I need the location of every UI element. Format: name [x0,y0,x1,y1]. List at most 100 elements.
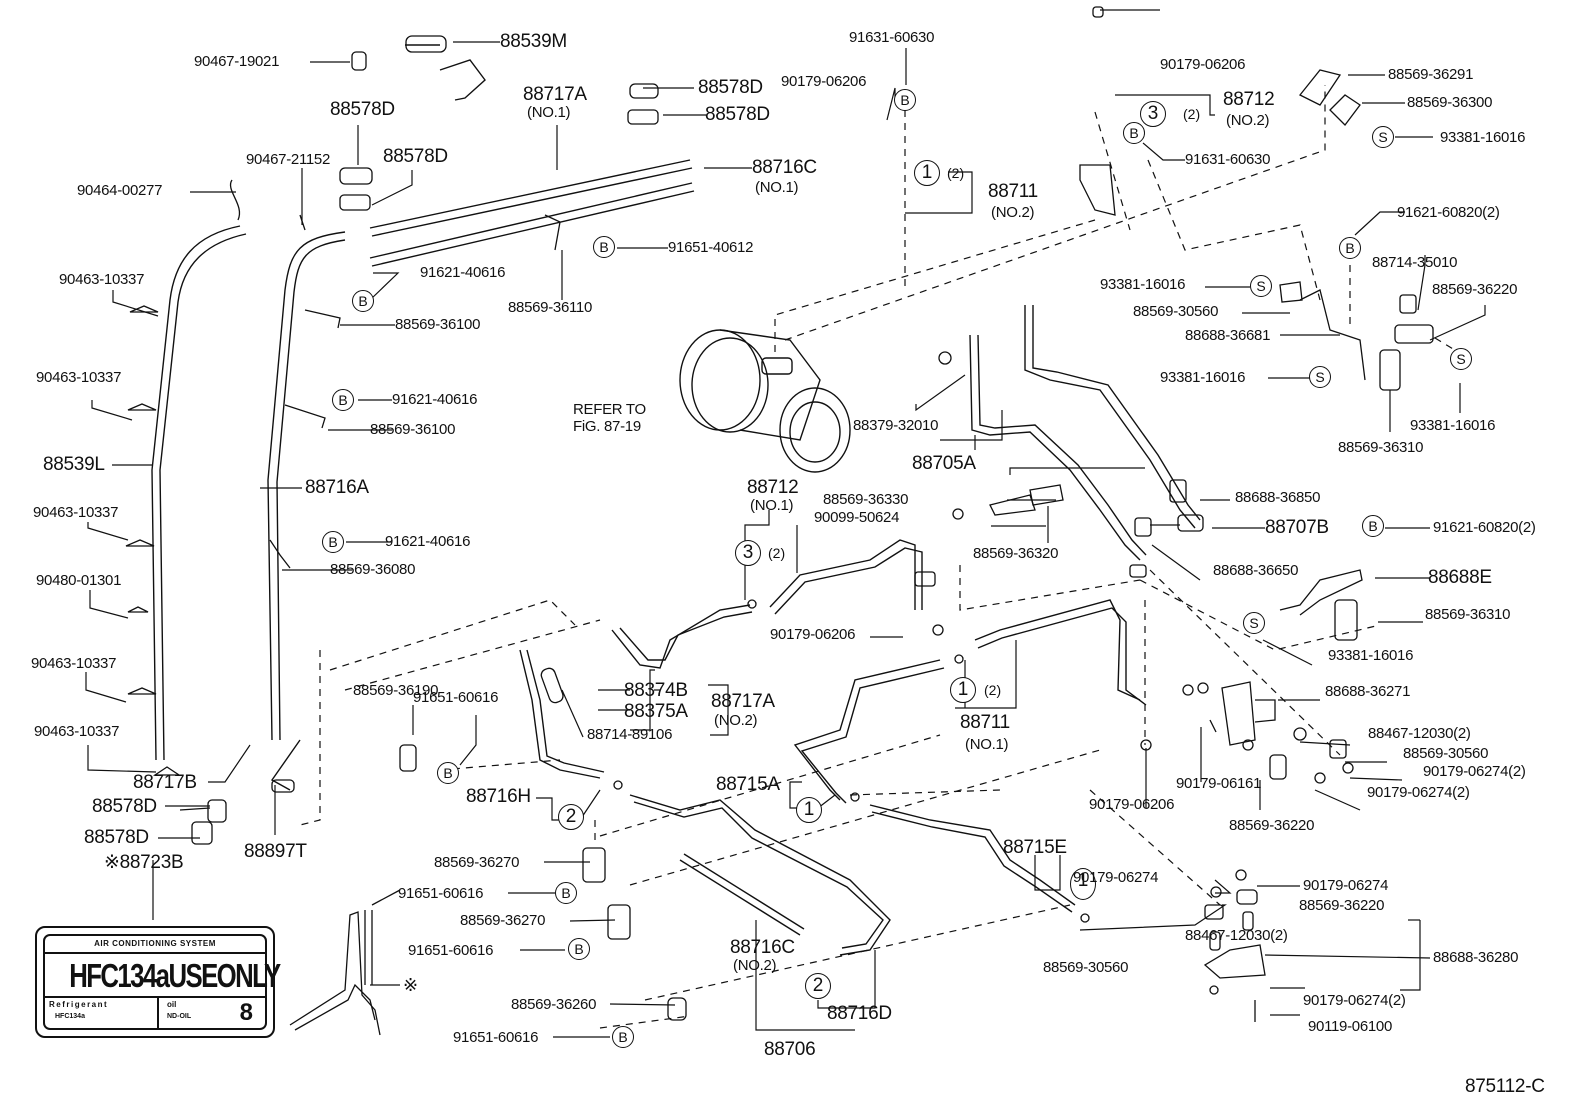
part-label[interactable]: 91621-60820(2) [1433,519,1536,536]
part-label[interactable]: 88578D [84,827,149,848]
part-label[interactable]: 88467-12030(2) [1185,927,1288,944]
part-label[interactable]: (NO.2) [1226,112,1270,129]
part-label[interactable]: 91621-60820(2) [1397,204,1500,221]
part-label[interactable]: 88717A [523,84,587,105]
bolt-symbol-B[interactable]: B [322,531,344,553]
screw-symbol-S[interactable]: S [1243,612,1265,634]
part-label[interactable]: 88379-32010 [853,417,939,434]
reference-note[interactable]: REFER TO [573,401,646,418]
part-label[interactable]: 88688-36650 [1213,562,1299,579]
part-label[interactable]: 88569-36320 [973,545,1059,562]
part-label[interactable]: 88688-36681 [1185,327,1271,344]
part-label[interactable]: 91631-60630 [1185,151,1271,168]
bolt-symbol-B[interactable]: B [593,236,615,258]
part-label[interactable]: 91651-40612 [668,239,754,256]
part-label[interactable]: 88688-36271 [1325,683,1411,700]
part-label[interactable]: (NO.1) [750,497,794,514]
part-label[interactable]: 88375A [624,701,688,722]
seal-symbol-3[interactable]: 3 [1140,101,1166,127]
part-label[interactable]: 90463-10337 [31,655,117,672]
part-label[interactable]: 93381-16016 [1100,276,1186,293]
part-label[interactable]: 88712 [1223,89,1275,110]
part-label[interactable]: 90179-06161 [1176,775,1262,792]
part-label[interactable]: 88569-36270 [434,854,520,871]
part-label[interactable]: 88711 [988,181,1038,202]
part-label[interactable]: 90179-06206 [1089,796,1175,813]
part-label[interactable]: 88717B [133,772,197,793]
seal-symbol-2[interactable]: 2 [805,973,831,999]
bolt-symbol-B[interactable]: B [1339,237,1361,259]
part-label[interactable]: 88715A [716,774,780,795]
part-label[interactable]: 88569-36220 [1299,897,1385,914]
seal-symbol-2[interactable]: 2 [558,804,584,830]
part-label[interactable]: 88539M [500,31,567,52]
bolt-symbol-B[interactable]: B [568,938,590,960]
seal-symbol-3[interactable]: 3 [735,540,761,566]
part-label[interactable]: 90467-19021 [194,53,280,70]
part-label[interactable]: 88578D [92,796,157,817]
part-label[interactable]: 93381-16016 [1160,369,1246,386]
part-label[interactable]: 88569-36100 [370,421,456,438]
bolt-symbol-B[interactable]: B [894,89,916,111]
part-label[interactable]: 88716C [752,157,817,178]
part-label[interactable]: 88569-36080 [330,561,416,578]
part-label[interactable]: 88569-36260 [511,996,597,1013]
part-label[interactable]: 90467-21152 [246,151,331,168]
part-label[interactable]: (NO.1) [755,179,799,196]
part-label[interactable]: 88715E [1003,837,1067,858]
part-label[interactable]: 90463-10337 [34,723,120,740]
part-label[interactable]: 88569-36300 [1407,94,1493,111]
seal-symbol-1[interactable]: 1 [950,677,976,703]
part-label[interactable]: 88705A [912,453,976,474]
part-label[interactable]: 88569-30560 [1043,959,1129,976]
part-label[interactable]: (NO.2) [714,712,758,729]
bolt-symbol-B[interactable]: B [332,389,354,411]
part-label[interactable]: 88569-30560 [1133,303,1219,320]
screw-symbol-S[interactable]: S [1250,275,1272,297]
part-label[interactable]: 88578D [330,99,395,120]
part-label[interactable]: 90179-06274 [1303,877,1389,894]
bolt-symbol-B[interactable]: B [555,882,577,904]
ac-system-decal[interactable]: AIR CONDITIONING SYSTEM HFC134aUSEONLY R… [35,926,281,1038]
part-label[interactable]: 91621-40616 [420,264,506,281]
part-label[interactable]: 88539L [43,454,105,475]
part-label[interactable]: 90119-06100 [1308,1018,1393,1035]
bolt-symbol-B[interactable]: B [1123,122,1145,144]
part-label[interactable]: 88569-30560 [1403,745,1489,762]
part-label[interactable]: 90179-06206 [770,626,856,643]
part-label[interactable]: 93381-16016 [1440,129,1526,146]
part-label[interactable]: 91621-40616 [392,391,478,408]
part-label[interactable]: 88569-36220 [1432,281,1518,298]
bolt-symbol-B[interactable]: B [612,1026,634,1048]
seal-symbol-1[interactable]: 1 [796,797,822,823]
part-label[interactable]: 88716A [305,477,369,498]
part-label[interactable]: 88467-12030(2) [1368,725,1471,742]
part-label[interactable]: 90463-10337 [33,504,119,521]
reference-note[interactable]: FiG. 87-19 [573,418,641,435]
part-label[interactable]: 88569-36310 [1425,606,1511,623]
screw-symbol-S[interactable]: S [1309,366,1331,388]
part-label[interactable]: 90463-10337 [59,271,145,288]
part-label[interactable]: 88714-35010 [1372,254,1458,271]
part-label[interactable]: 88569-36220 [1229,817,1315,834]
part-label[interactable]: 91621-40616 [385,533,471,550]
part-label[interactable]: 88569-36330 [823,491,909,508]
part-label[interactable]: 90179-06206 [781,73,867,90]
part-label[interactable]: 90463-10337 [36,369,122,386]
bolt-symbol-B[interactable]: B [352,290,374,312]
part-label[interactable]: 91651-60616 [398,885,484,902]
part-label[interactable]: (NO.2) [991,204,1035,221]
part-label[interactable]: 90464-00277 [77,182,163,199]
part-label[interactable]: 88714-89106 [587,726,673,743]
seal-symbol-1[interactable]: 1 [1070,868,1096,900]
screw-symbol-S[interactable]: S [1450,348,1472,370]
part-label[interactable]: 88716C [730,937,795,958]
seal-symbol-1[interactable]: 1 [914,160,940,186]
part-label[interactable]: 88688E [1428,567,1492,588]
bolt-symbol-B[interactable]: B [437,762,459,784]
part-label[interactable]: 93381-16016 [1410,417,1496,434]
part-label[interactable]: 90480-01301 [36,572,122,589]
part-label[interactable]: 88578D [698,77,763,98]
decal-part-label[interactable]: ※88723B [104,852,184,873]
part-label[interactable]: 88569-36110 [508,299,593,316]
